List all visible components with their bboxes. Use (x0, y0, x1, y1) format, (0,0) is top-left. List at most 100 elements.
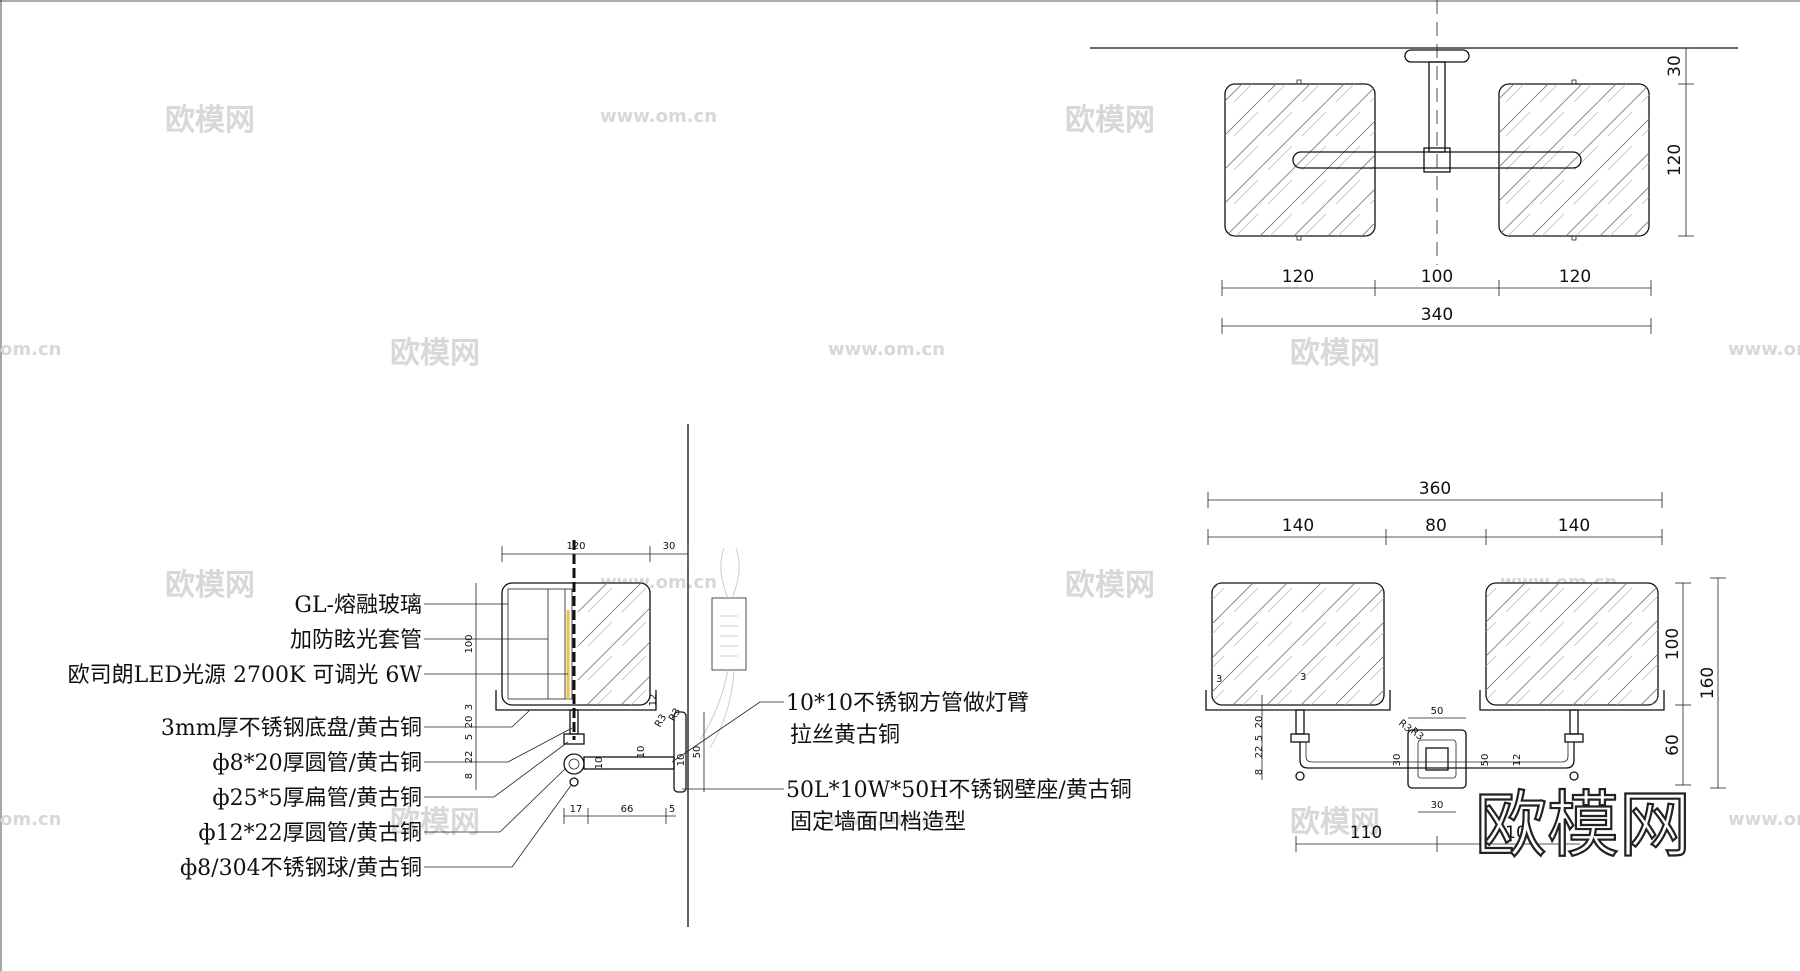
dim-height: 120 (1665, 144, 1685, 176)
side-shade-hatch (578, 583, 650, 705)
left-callouts: GL-熔融玻璃 加防眩光套管 欧司朗LED光源 2700K 可调光 6W 3mm… (68, 593, 573, 881)
front-wall-mount (1407, 729, 1467, 789)
leader-line (424, 727, 573, 763)
leader-line (424, 767, 567, 833)
small-dim: 20 (464, 716, 475, 729)
dim-66: 66 (621, 804, 634, 815)
small-dim: 8 (1254, 769, 1265, 775)
leader-line (424, 741, 569, 798)
r-label: R3 (667, 706, 683, 723)
front-post-right (1569, 709, 1579, 735)
front-ball (1569, 771, 1579, 781)
dim-arm-h: 10 (594, 757, 605, 770)
side-tube-joint (563, 753, 585, 775)
front-ball (1295, 771, 1305, 781)
small-dim: 8 (464, 773, 475, 779)
small-dim: 10 (676, 754, 687, 767)
watermark-url: www.om.cn (600, 106, 717, 127)
side-post-cap (563, 733, 585, 745)
dim-shade-w: 120 (566, 541, 585, 552)
dim-left: 140 (1282, 516, 1314, 536)
label-anti-glare: 加防眩光套管 (290, 628, 422, 653)
dim-shade: 100 (1663, 628, 1683, 660)
front-arm (1299, 742, 1575, 769)
plan-shade-right-hatch (1499, 84, 1649, 236)
label-tube-8-20: ф8*20厚圆管/黄古铜 (212, 751, 422, 776)
watermark-cn: 欧模网 (1065, 568, 1155, 603)
driver-wire (720, 547, 740, 599)
driver-wire (699, 669, 735, 749)
dim-top: 30 (1665, 55, 1685, 77)
plan-arm (1292, 151, 1582, 169)
brand-logo: 欧模网 (1475, 783, 1691, 867)
label-base-plate: 3mm厚不锈钢底盘/黄古铜 (161, 716, 422, 741)
watermark-cn: 欧模网 (390, 805, 480, 840)
front-wall-mount-inner (1417, 739, 1457, 779)
small-dim: 10 (636, 746, 647, 759)
front-post-cap (1290, 733, 1310, 743)
side-section-view: 120 30 100 20 3 5 22 8 10 10 10 12 50 R3… (464, 424, 747, 927)
clip (1296, 235, 1302, 241)
small-dim: 5 (464, 734, 475, 740)
front-arm-inner (1305, 742, 1569, 763)
plan-view: 120 100 120 340 30 120 (1090, 0, 1738, 334)
leader-line (424, 783, 573, 868)
dim-plate-side: 30 (1392, 754, 1403, 767)
dim-offset: 30 (663, 541, 676, 552)
small-dim: 3 (1300, 672, 1306, 683)
watermark-cn: 欧模网 (1065, 103, 1155, 138)
dim-plate-w: 50 (1431, 706, 1444, 717)
front-wall-mount-core (1425, 747, 1449, 771)
watermark-cn: 欧模网 (390, 336, 480, 371)
label-ball: ф8/304不锈钢球/黄古铜 (180, 856, 422, 881)
plan-shade-left-hatch (1225, 84, 1375, 236)
watermark-url: www.om.cn (828, 809, 945, 830)
plan-hub (1423, 147, 1451, 173)
small-dim: 12 (648, 694, 659, 707)
dim-17: 17 (570, 804, 583, 815)
front-post-left (1295, 709, 1305, 735)
front-shade-right-hatch (1486, 583, 1658, 705)
watermark-url: www.om.cn (828, 339, 945, 360)
watermark-url: www.om.cn (1728, 809, 1800, 830)
watermark-cn: 欧模网 (165, 103, 255, 138)
watermark-cn: 欧模网 (1290, 336, 1380, 371)
small-dim: 3 (464, 704, 475, 710)
dim-lower: 60 (1663, 734, 1683, 756)
small-dim: 20 (1254, 716, 1265, 729)
watermark-url: om.cn (0, 809, 61, 830)
driver-box (711, 597, 747, 671)
small-dim: 5 (1254, 735, 1265, 741)
front-shade-left-hatch (1212, 583, 1384, 705)
leader-line (424, 709, 531, 728)
small-dim: 3 (1216, 674, 1222, 685)
front-view: 360 140 80 140 50 30 50 (1205, 479, 1726, 852)
label-mount-line1: 50L*10W*50H不锈钢壁座/黄古铜 (786, 778, 1132, 803)
dim-5: 5 (669, 804, 675, 815)
label-led: 欧司朗LED光源 2700K 可调光 6W (68, 663, 423, 688)
anti-glare-sleeve (507, 588, 573, 700)
dim-plate-h: 50 (1480, 754, 1491, 767)
clip (1296, 79, 1302, 85)
label-flat-tube: ф25*5厚扁管/黄古铜 (212, 786, 422, 811)
dim-total: 360 (1419, 479, 1451, 499)
watermark-cn: 欧模网 (165, 568, 255, 603)
label-arm-line2: 拉丝黄古铜 (790, 723, 900, 748)
dim-tube: 12 (1512, 754, 1523, 767)
dim-plate-inner: 30 (1431, 800, 1444, 811)
dim-center: 100 (1421, 267, 1453, 287)
side-ball (569, 777, 579, 787)
label-tube-12-22: ф12*22厚圆管/黄古铜 (198, 821, 422, 846)
side-tube-joint-inner (568, 758, 580, 770)
dim-mount-h: 50 (692, 746, 703, 759)
dim-right: 140 (1558, 516, 1590, 536)
dim-overall: 160 (1698, 667, 1718, 699)
small-dim: 22 (1254, 746, 1265, 759)
dim-bottom-left: 110 (1350, 823, 1382, 843)
label-mount-line2: 固定墙面凹档造型 (790, 810, 966, 835)
dim-center: 80 (1425, 516, 1447, 536)
small-dim: 22 (464, 751, 475, 764)
dim-left: 120 (1282, 267, 1314, 287)
clip (1571, 79, 1577, 85)
